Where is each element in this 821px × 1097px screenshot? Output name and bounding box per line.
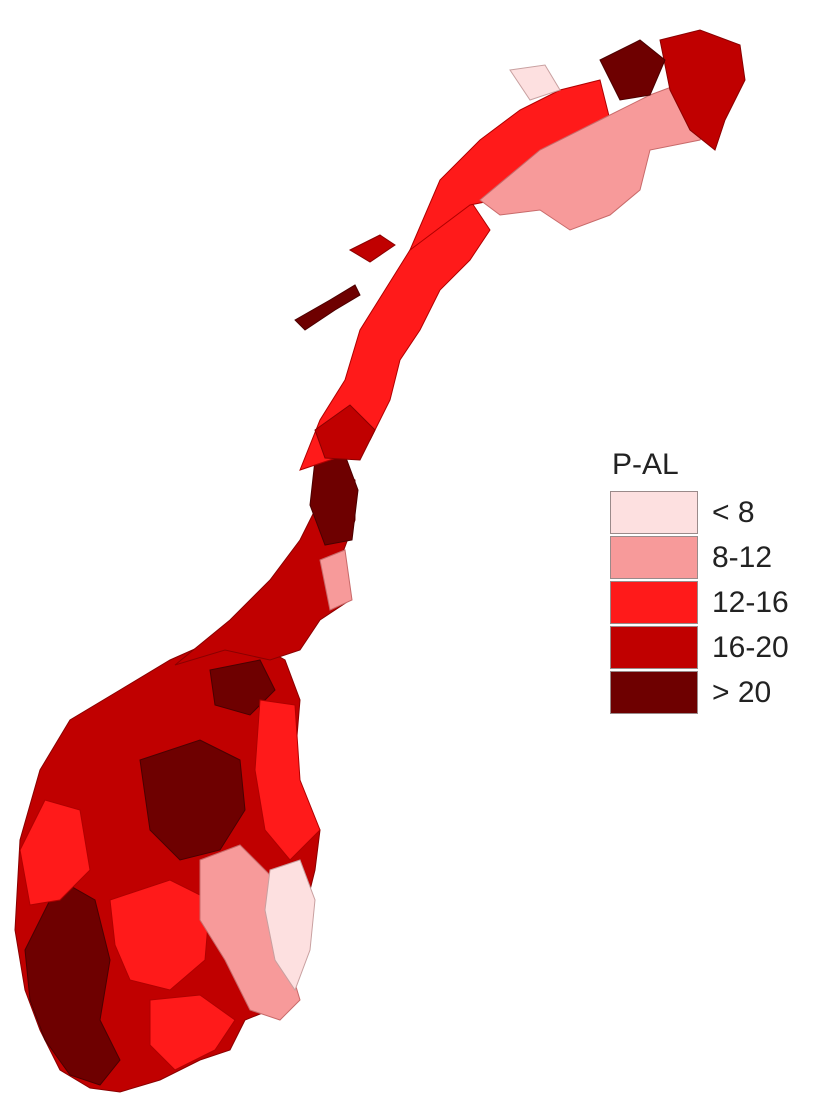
region-islands-vesteralen (348, 234, 396, 263)
region-central-norway (174, 469, 356, 666)
region-islands-lofoten (294, 284, 361, 331)
legend-label: > 20 (712, 675, 772, 709)
legend-row: 12-16 (610, 580, 810, 625)
legend-swatch (610, 491, 698, 534)
legend: P-AL < 8 8-12 12-16 16-20 > 20 (610, 448, 810, 715)
legend-label: < 8 (712, 495, 755, 529)
region-finnmark (479, 79, 721, 231)
legend-label: 16-20 (712, 630, 789, 664)
legend-row: > 20 (610, 670, 810, 715)
region-nordland-dark (314, 404, 376, 461)
region-west-bright (19, 799, 91, 906)
legend-row: 8-12 (610, 535, 810, 580)
region-north-tip-dark (599, 39, 666, 101)
region-nordland (299, 199, 491, 471)
region-central-light (319, 549, 353, 611)
region-south-bright-1 (109, 879, 211, 991)
region-finnmark-dark (659, 29, 746, 151)
legend-label: 8-12 (712, 540, 773, 574)
legend-row: < 8 (610, 490, 810, 535)
region-north-light (509, 64, 561, 101)
region-east-bright (254, 699, 321, 861)
legend-swatch (610, 671, 698, 714)
legend-row: 16-20 (610, 625, 810, 670)
region-southwest-dark (24, 879, 121, 1086)
legend-swatch (610, 626, 698, 669)
legend-label: 12-16 (712, 585, 789, 619)
region-south-bright-2 (149, 994, 236, 1071)
region-oslo-light (264, 859, 316, 992)
legend-title: P-AL (612, 448, 679, 481)
region-central-dark-1 (139, 739, 246, 861)
legend-swatch (610, 536, 698, 579)
legend-swatch (610, 581, 698, 624)
